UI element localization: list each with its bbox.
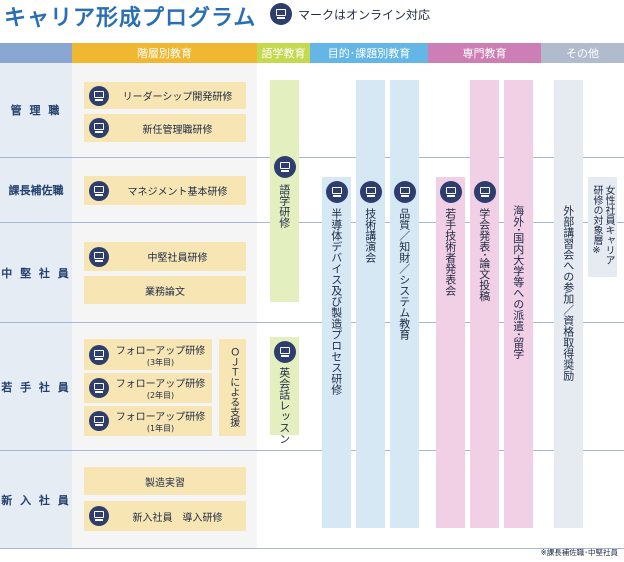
program-leadership: リーダーシップ開発研修 — [84, 82, 246, 109]
online-icon — [89, 506, 109, 526]
program-management: マネジメント基本研修 — [84, 176, 246, 205]
program-young-engineer: 若手技術者発表会 — [436, 177, 465, 528]
online-icon — [393, 181, 416, 203]
footnote: ※課長補佐職･中堅社員 — [540, 548, 618, 557]
online-icon — [89, 344, 109, 365]
row-divider — [0, 322, 624, 323]
program-quality: 品質／知財／システム教育 — [390, 80, 419, 528]
online-icon — [89, 411, 109, 431]
header-gogaku: 語学教育 — [257, 43, 310, 63]
legend-label: マークはオンライン対応 — [298, 7, 431, 22]
online-icon — [89, 180, 109, 201]
header-other: その他 — [541, 43, 624, 63]
program-ojt: ＯＪＴによる支援 — [219, 339, 246, 436]
legend: マークはオンライン対応 — [270, 2, 430, 26]
program-followup-1: フォローアップ研修(1年目) — [84, 406, 212, 436]
program-female: 女性社員キャリア研修の対象層※ — [588, 177, 617, 277]
header-kaiso: 階層別教育 — [72, 43, 257, 63]
program-tech-lecture: 技術講演会 — [356, 80, 385, 528]
online-icon — [273, 156, 296, 178]
program-semiconductor: 半導体デバイス及び製造プロセス研修 — [322, 177, 351, 528]
rank-kanrishoku: 管 理 職 — [10, 104, 62, 117]
program-english: 英会話レッスン — [270, 337, 299, 444]
header-rank — [0, 43, 72, 63]
program-manufacturing: 製造実習 — [84, 467, 246, 495]
online-icon — [473, 181, 496, 203]
online-icon — [89, 246, 109, 267]
program-followup-3: フォローアップ研修(3年目) — [84, 339, 212, 370]
row-divider — [0, 222, 624, 223]
program-induction: 新入社員 導入研修 — [84, 501, 246, 531]
online-icon — [439, 181, 462, 203]
online-icon — [273, 341, 296, 363]
program-language: 語学研修 — [270, 80, 299, 302]
header-mokuteki: 目的･課題別教育 — [310, 43, 428, 63]
program-new-manager: 新任管理職研修 — [84, 114, 246, 142]
program-midlevel: 中堅社員研修 — [84, 242, 246, 271]
online-icon — [325, 181, 348, 203]
rank-wakate: 若 手 社 員 — [1, 380, 71, 394]
rank-column — [0, 63, 72, 548]
program-paper: 業務論文 — [84, 276, 246, 304]
program-external: 外部講習会への参加／資格取得奨励 — [554, 80, 583, 528]
header-senmon: 専門教育 — [428, 43, 541, 63]
online-icon — [89, 85, 109, 106]
rank-shinnyu: 新 入 社 員 — [1, 493, 71, 507]
online-icon — [359, 181, 382, 203]
online-icon — [270, 3, 292, 25]
program-overseas: 海外･国内大学等への派遣･留学 — [504, 80, 533, 528]
rank-chuken: 中 堅 社 員 — [1, 266, 71, 280]
program-followup-2: フォローアップ研修(2年目) — [84, 373, 212, 403]
online-icon — [89, 118, 109, 138]
row-divider — [0, 157, 624, 158]
online-icon — [89, 378, 109, 398]
page-title: キャリア形成プログラム — [4, 6, 257, 31]
row-divider — [0, 450, 624, 451]
row-divider — [0, 548, 624, 549]
program-academic: 学会発表･論文投稿 — [470, 80, 499, 528]
rank-kachohosa: 課長補佐職 — [8, 184, 64, 197]
